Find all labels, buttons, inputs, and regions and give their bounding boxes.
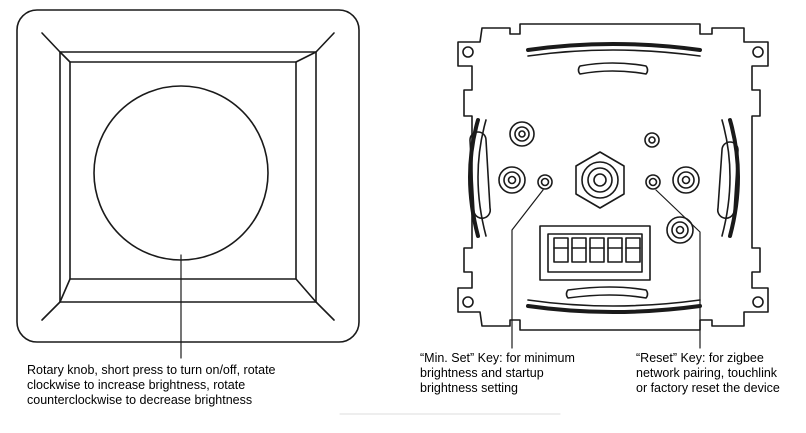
min-set-caption-line: brightness setting [420,381,518,395]
min-set-caption-line: brightness and startup [420,366,544,380]
terminal-screw-left [498,166,526,194]
rear-view [457,23,769,349]
min-set-key[interactable] [537,174,553,190]
knob-caption: Rotary knob, short press to turn on/off,… [27,363,276,408]
inner-bezel [59,51,317,303]
terminal-screw-top-left [509,121,535,147]
knob-caption-line: Rotary knob, short press to turn on/off,… [27,363,276,377]
min-set-caption-line: “Min. Set” Key: for minimum [420,351,575,365]
reset-key[interactable] [645,174,661,190]
reset-caption-line: network pairing, touchlink [636,366,778,380]
reset-caption-line: “Reset” Key: for zigbee [636,351,764,365]
knob-caption-line: counterclockwise to decrease brightness [27,393,253,407]
center-shaft [575,151,625,209]
terminal-screw-bottom-right [666,216,694,244]
face-plate [69,61,297,280]
reset-leader-line [655,189,701,349]
reset-caption-line: or factory reset the device [636,381,780,395]
terminal-block [539,225,651,281]
front-view [16,9,360,359]
rotary-knob[interactable] [93,85,269,261]
outer-frame [16,9,360,343]
knob-caption-line: clockwise to increase brightness, rotate [27,378,246,392]
terminal-screw-right [672,166,700,194]
mounting-plate [457,23,769,331]
min-set-caption: “Min. Set” Key: for minimum brightness a… [420,351,575,396]
reset-caption: “Reset” Key: for zigbee network pairing,… [636,351,780,396]
small-screw-top-right [644,132,660,148]
min-set-leader-line [511,189,544,349]
